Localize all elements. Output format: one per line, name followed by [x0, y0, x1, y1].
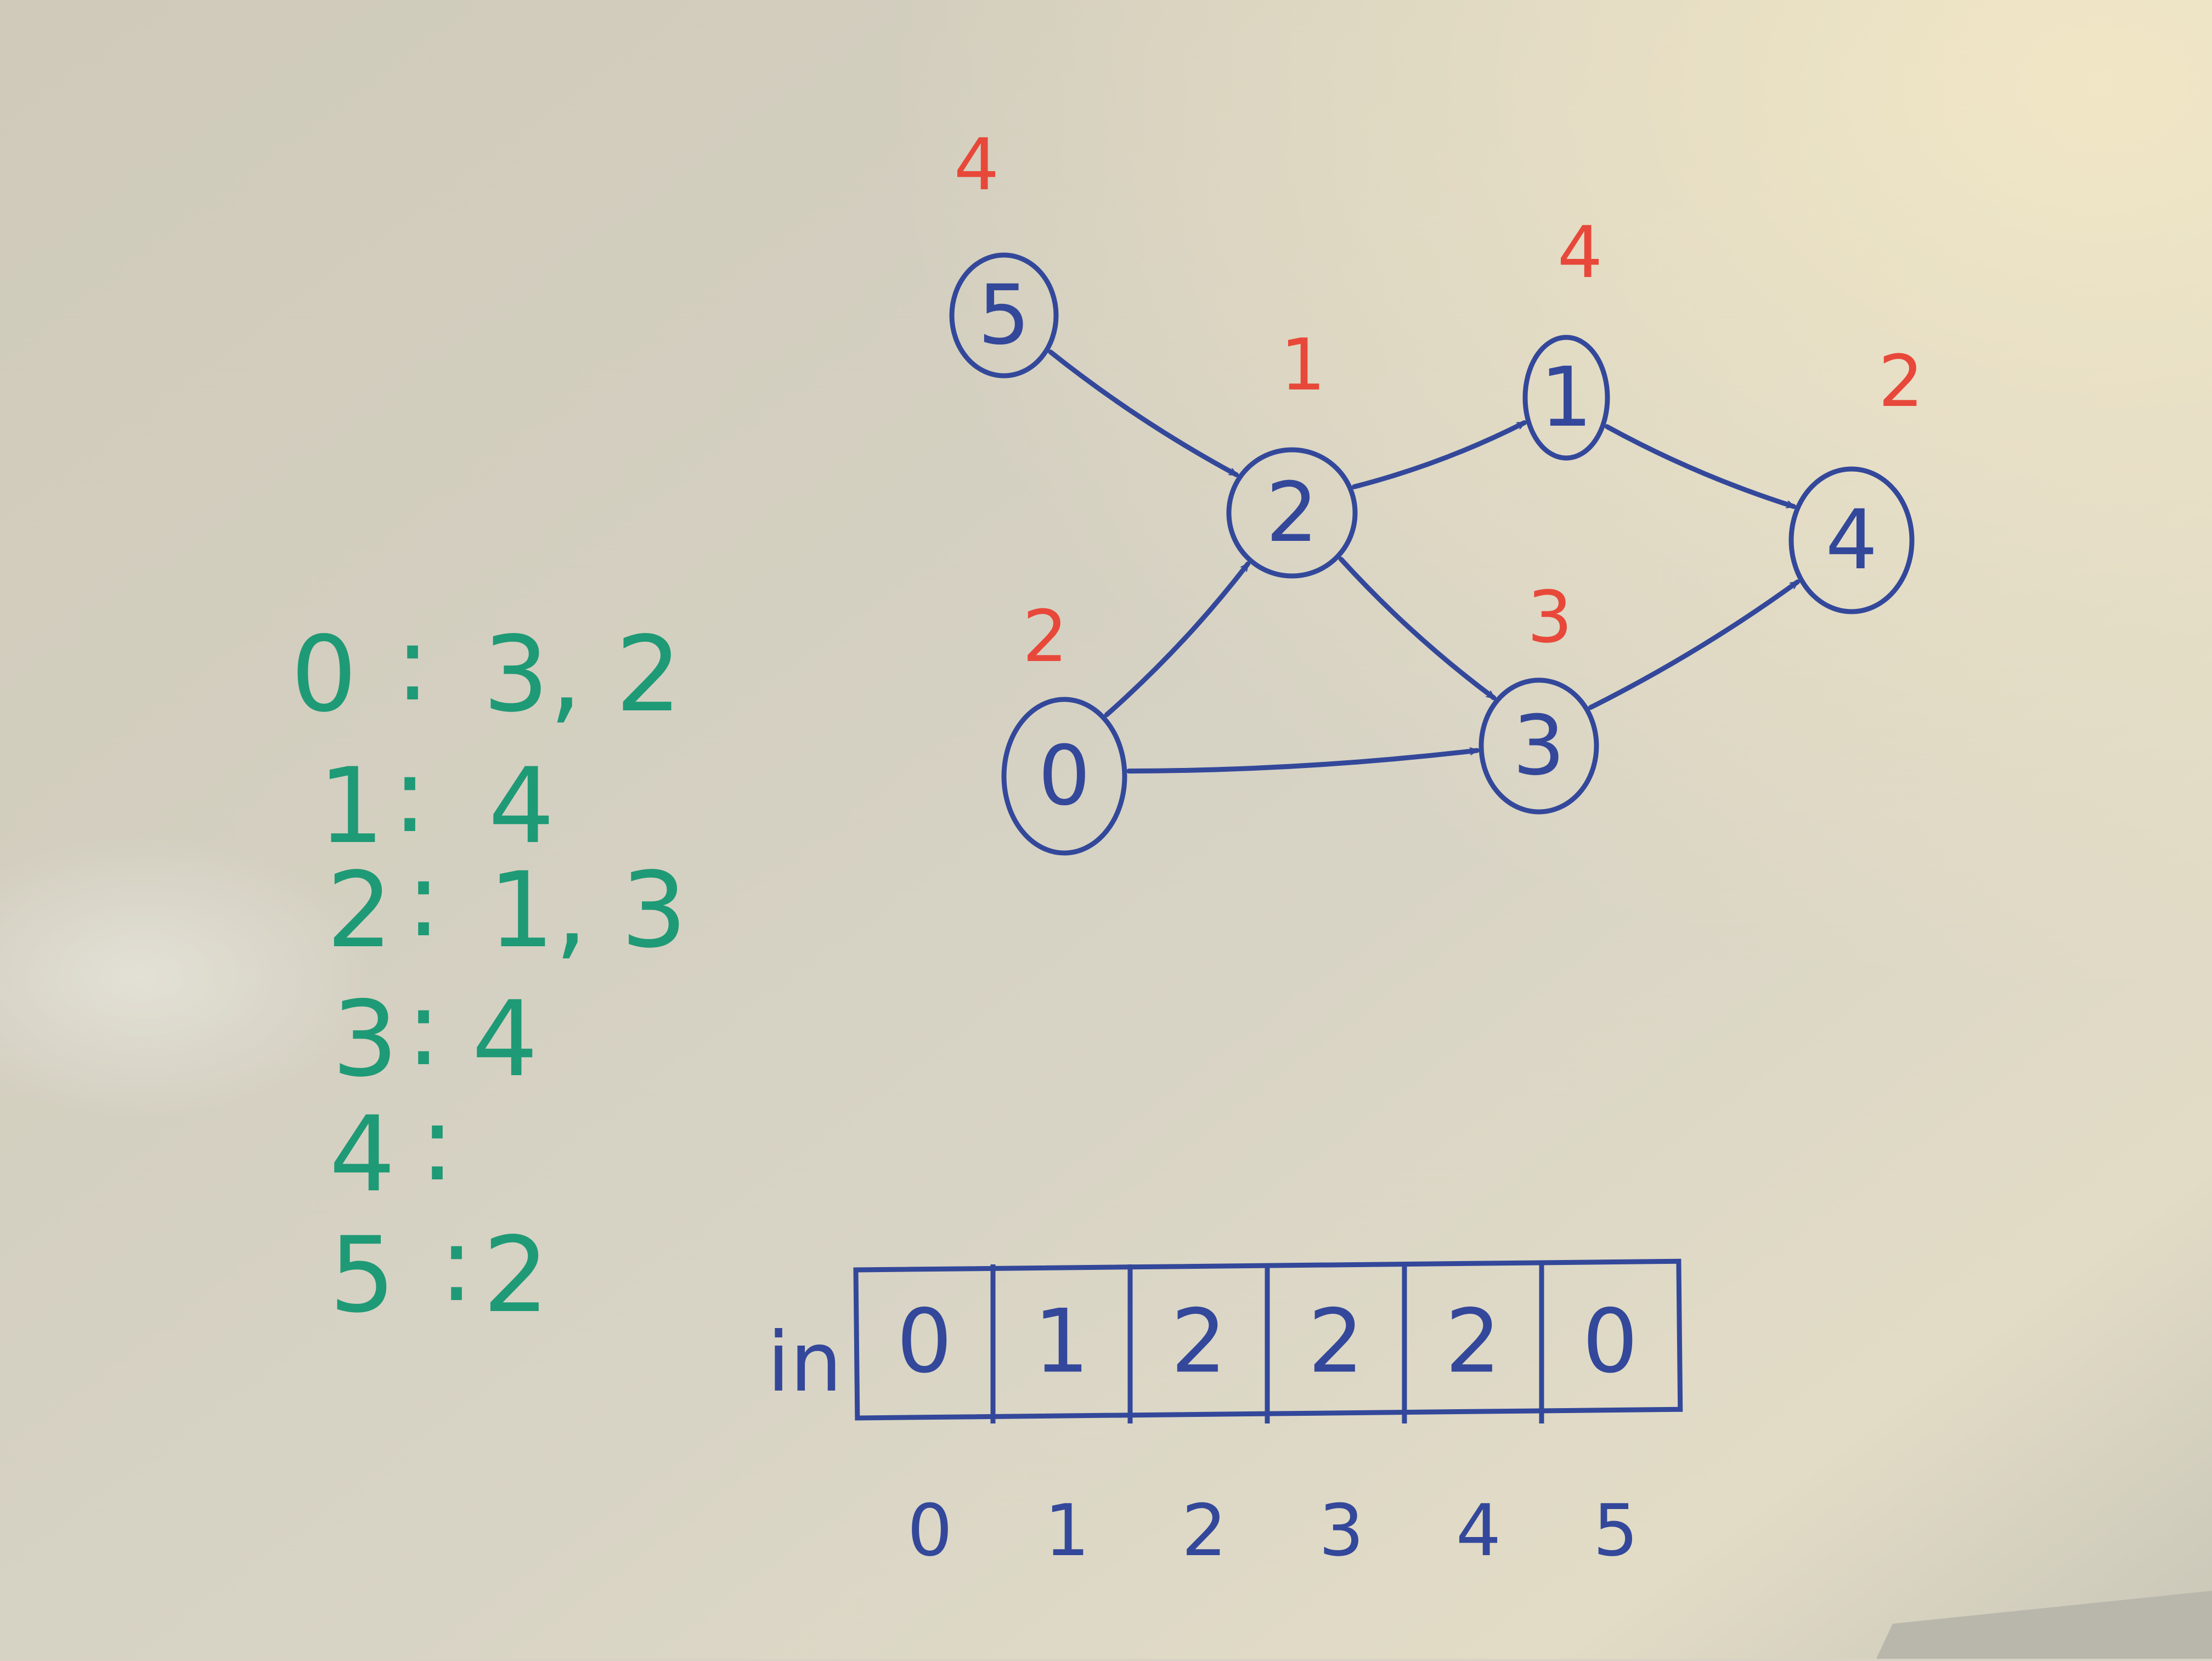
edge-2-to-1: [1351, 420, 1527, 489]
adjacency-node: 3: [332, 979, 398, 1100]
adjacency-row-4: 4:: [329, 1083, 455, 1215]
adjacency-separator: :: [439, 1204, 474, 1325]
edge-2-to-3: [1338, 556, 1497, 700]
node-0-indegree: 2: [1023, 595, 1068, 678]
adjacency-neighbors: 2: [483, 1214, 549, 1336]
node-0: 02: [1001, 595, 1127, 856]
node-5-indegree: 4: [954, 123, 1000, 206]
node-0-circle: [1001, 697, 1127, 856]
node-5: 54: [949, 123, 1059, 378]
node-3-indegree: 3: [1527, 575, 1573, 659]
array-index-3: 3: [1319, 1489, 1364, 1572]
edge-5-to-2: [1048, 349, 1239, 477]
adjacency-row-2: 2:1, 3: [326, 839, 687, 971]
node-4-label: 4: [1825, 493, 1877, 588]
array-name: in: [767, 1315, 842, 1410]
edge-0-to-2: [1104, 561, 1251, 717]
adjacency-row-0: 0:3, 2: [291, 603, 682, 735]
array-cell-0: 0: [896, 1290, 952, 1393]
adjacency-separator: :: [420, 1083, 455, 1204]
node-5-label: 5: [978, 268, 1030, 363]
adjacency-separator: :: [392, 735, 427, 856]
adjacency-neighbors: 4: [472, 979, 538, 1100]
adjacency-neighbors: 3, 2: [483, 614, 682, 735]
array-cell-2: 2: [1171, 1290, 1227, 1393]
edge-0-to-3: [1126, 750, 1480, 774]
node-4-circle: [1788, 466, 1915, 614]
node-3-label: 3: [1513, 698, 1565, 794]
adjacency-list: 0:3, 21:42:1, 33:44:5:2: [291, 603, 687, 1336]
array-index-0: 0: [907, 1489, 953, 1572]
node-1-label: 1: [1540, 350, 1592, 445]
array-cell-4: 2: [1445, 1290, 1501, 1393]
node-2-indegree: 1: [1280, 323, 1326, 406]
node-0-label: 0: [1038, 728, 1090, 824]
adjacency-row-3: 3:4: [332, 968, 538, 1100]
array-cell-5: 0: [1582, 1290, 1638, 1393]
array-cell-3: 2: [1308, 1290, 1364, 1393]
array-index-1: 1: [1045, 1489, 1090, 1572]
array-index-5: 5: [1593, 1489, 1639, 1572]
node-4-indegree: 2: [1878, 340, 1924, 423]
node-3: 33: [1479, 575, 1599, 815]
adjacency-node: 2: [326, 850, 393, 971]
graph-edges: [1048, 349, 1800, 774]
node-3-circle: [1479, 677, 1599, 815]
adjacency-separator: :: [406, 839, 441, 960]
node-5-circle: [949, 252, 1059, 378]
board-frame-edge: [1876, 1591, 2212, 1659]
adjacency-row-1: 1:4: [318, 735, 555, 867]
array-index-4: 4: [1456, 1489, 1502, 1572]
node-1-circle: [1522, 335, 1610, 461]
node-2: 21: [1226, 323, 1358, 579]
board-glare: [0, 834, 373, 1119]
array-cell-1: 1: [1034, 1290, 1090, 1393]
node-4: 42: [1788, 340, 1924, 614]
edge-3-to-4: [1588, 579, 1800, 710]
edge-1-to-4: [1604, 424, 1796, 509]
adjacency-node: 4: [329, 1094, 396, 1215]
adjacency-neighbors: 1, 3: [488, 850, 687, 971]
adjacency-separator: :: [395, 603, 430, 724]
node-1: 14: [1522, 211, 1610, 461]
adjacency-row-5: 5:2: [329, 1204, 549, 1336]
node-2-circle: [1226, 447, 1358, 579]
node-1-indegree: 4: [1558, 211, 1603, 294]
array-index-2: 2: [1182, 1489, 1227, 1572]
adjacency-node: 0: [291, 614, 357, 735]
adjacency-node: 5: [329, 1214, 396, 1336]
adjacency-neighbors: 4: [488, 745, 555, 867]
adjacency-node: 1: [318, 745, 385, 867]
node-2-label: 2: [1266, 465, 1318, 561]
adjacency-separator: :: [406, 968, 441, 1089]
